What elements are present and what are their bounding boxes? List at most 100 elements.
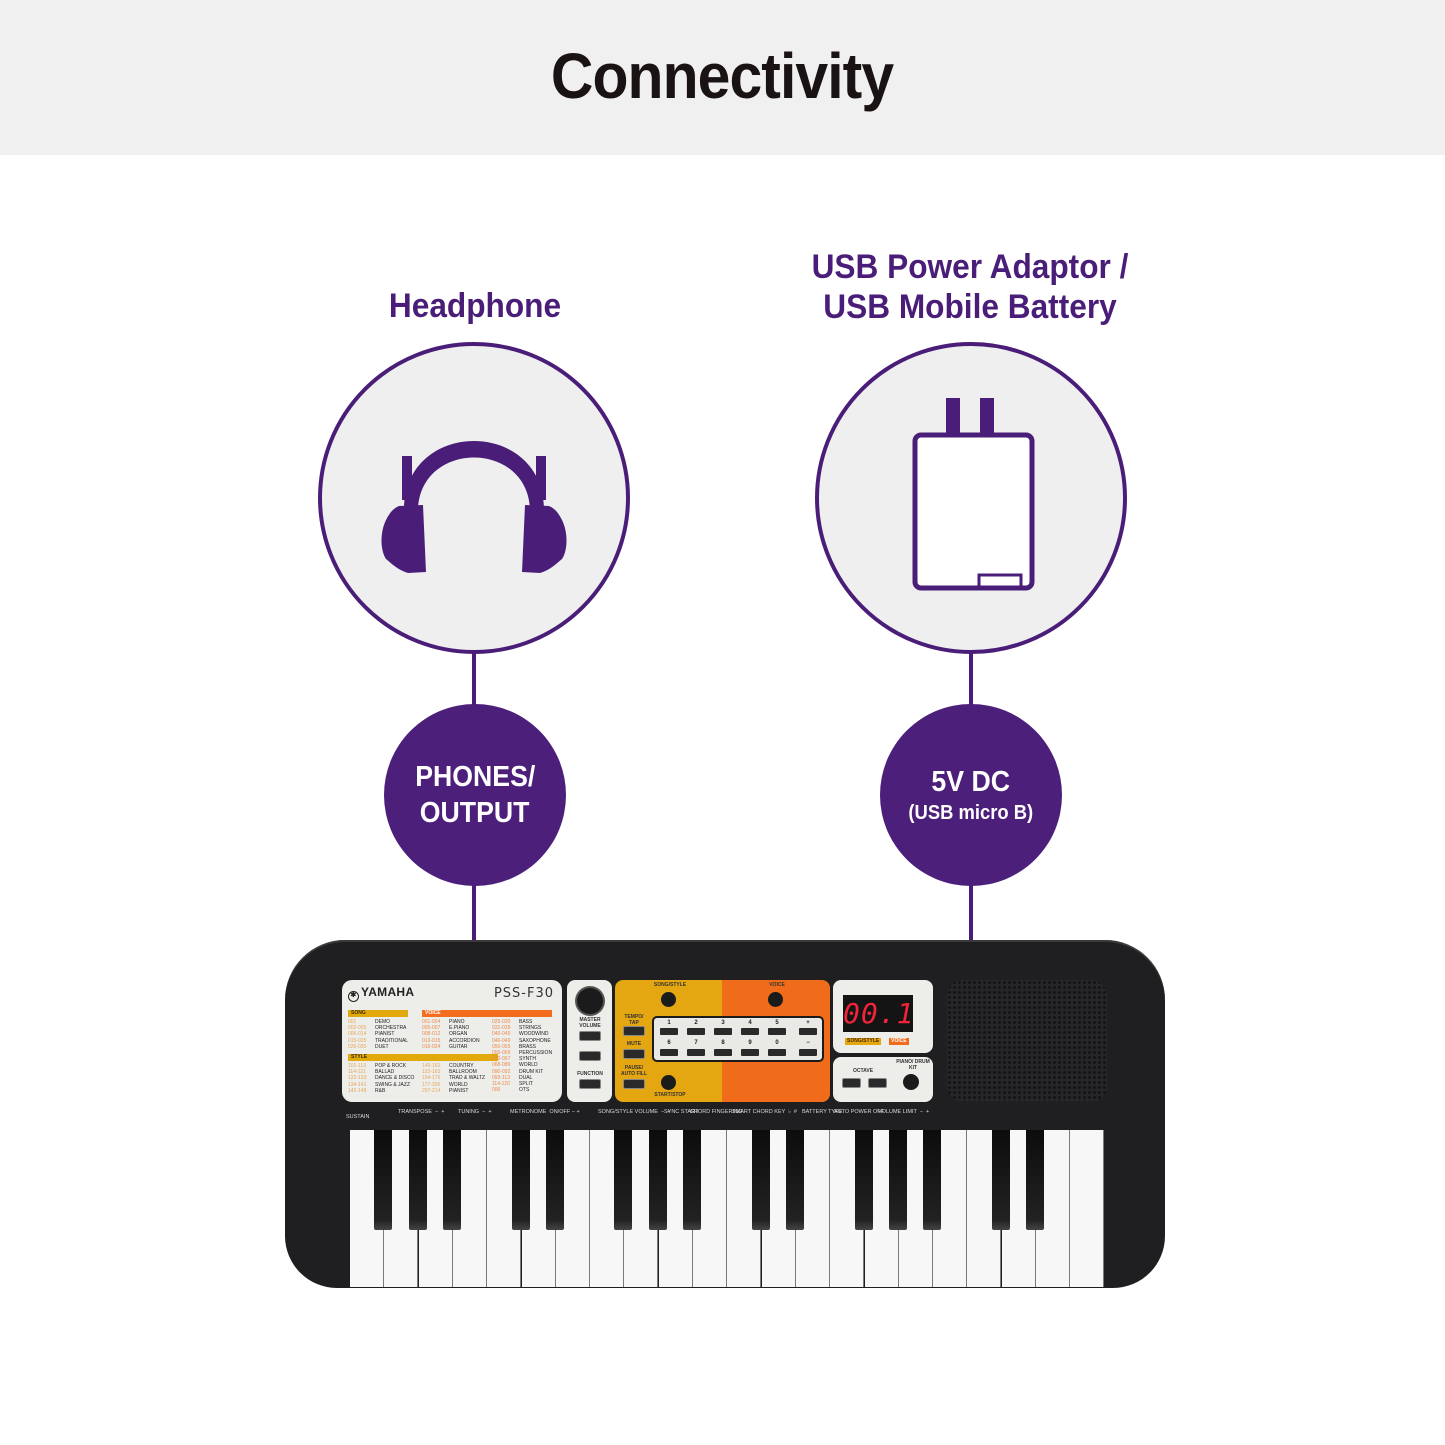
port-label: PHONES/ (414, 761, 536, 793)
mute-label: MUTE (626, 1041, 642, 1047)
black-key[interactable] (991, 1130, 1010, 1230)
item-name: COUNTRY (449, 1063, 474, 1069)
function-label: SYNC START (664, 1109, 699, 1115)
function-label: TRANSPOSE − + (398, 1109, 445, 1115)
white-key[interactable] (1070, 1130, 1105, 1287)
brand-logo: ✱YAMAHA (348, 985, 556, 1002)
numpad-key (660, 1049, 678, 1056)
item-name: PIANO (449, 1019, 465, 1025)
numpad-label: + (806, 1020, 810, 1026)
display-panel: 00.1 SONG/STYLE VOICE (833, 980, 933, 1053)
black-key[interactable] (1026, 1130, 1044, 1230)
headphone-icon-circle (318, 342, 630, 654)
item-number: 122-133 (348, 1075, 367, 1082)
black-key[interactable] (648, 1130, 667, 1230)
item-number: 090-092 (492, 1068, 511, 1075)
black-key[interactable] (511, 1130, 530, 1230)
list-item: 114-121 BALLAD (348, 1069, 414, 1075)
function-label: SONG/STYLE VOLUME − + (598, 1109, 671, 1115)
black-key[interactable] (374, 1130, 393, 1230)
item-name: TRADITIONAL (375, 1037, 409, 1044)
black-key[interactable] (408, 1130, 427, 1230)
item-number: 056-059 (492, 1050, 511, 1057)
item-number: 013-015 (422, 1037, 441, 1044)
item-number: 068-089 (492, 1062, 511, 1069)
item-name: SWING & JAZZ (375, 1081, 410, 1088)
numpad-label: 6 (667, 1040, 671, 1046)
black-key[interactable] (545, 1130, 564, 1230)
item-name: POP & ROCK (375, 1063, 407, 1069)
numpad-key (768, 1049, 786, 1056)
black-key[interactable] (854, 1130, 873, 1230)
usb-power-title-line-1: USB Power Adaptor / (811, 248, 1129, 286)
song-style-label: SONG/STYLE (653, 982, 687, 988)
item-number: 060-067 (492, 1056, 511, 1063)
item-number: 153-163 (422, 1069, 441, 1076)
function-label: SMART CHORD KEY ♭ # (732, 1109, 797, 1115)
item-number: 031-039 (492, 1025, 511, 1032)
model-name: PSS-F30 (493, 986, 554, 1001)
item-name: DANCE & DISCO (375, 1075, 415, 1082)
item-name: BALLAD (375, 1069, 395, 1076)
numpad-label: 7 (694, 1040, 698, 1046)
black-key[interactable] (888, 1130, 907, 1230)
black-key[interactable] (442, 1130, 461, 1230)
start-stop-button (661, 1075, 676, 1090)
item-number: 142-148 (348, 1087, 367, 1094)
tuning-fork-logo-icon: ✱ (348, 991, 359, 1002)
item-number: 149-152 (422, 1063, 441, 1069)
volume-button (580, 1032, 600, 1040)
item-number: 114-120 (492, 1081, 510, 1088)
item-name: ACCORDION (449, 1037, 480, 1044)
piano-drum-kit-button (903, 1074, 919, 1090)
black-key[interactable] (614, 1130, 633, 1230)
item-number: 006-014 (348, 1031, 367, 1038)
brand-name: YAMAHA (361, 985, 415, 999)
item-name: PIANIST (449, 1087, 469, 1094)
item-number: 207-214 (422, 1087, 441, 1094)
item-name: DUAL (519, 1074, 533, 1081)
item-name: STRINGS (519, 1025, 542, 1032)
item-number: 114-121 (348, 1069, 366, 1076)
mute-button (624, 1050, 644, 1058)
item-name: SPLIT (519, 1081, 533, 1088)
header-banner: Connectivity (0, 0, 1445, 155)
black-key[interactable] (683, 1130, 701, 1230)
item-name: GUITAR (449, 1043, 468, 1050)
tempo-tap-label: TEMPO/ TAP (624, 1014, 644, 1026)
headphone-title-line: Headphone (388, 287, 562, 325)
black-key[interactable] (785, 1130, 804, 1230)
function-label: SUSTAIN (346, 1114, 370, 1120)
item-number: 164-176 (422, 1075, 441, 1082)
list-item: 122-133 DANCE & DISCO (348, 1075, 414, 1081)
list-item: 134-141 SWING & JAZZ (348, 1082, 414, 1088)
display-voice-tag: VOICE (889, 1038, 909, 1045)
numpad-label: 1 (667, 1020, 671, 1026)
pause-auto-fill-label: PAUSE/ AUTO FILL (620, 1065, 647, 1077)
black-key[interactable] (751, 1130, 770, 1230)
black-key[interactable] (923, 1130, 942, 1230)
master-volume-label: MASTER VOLUME (579, 1017, 601, 1029)
item-number: 134-141 (348, 1081, 367, 1088)
numpad-label: 3 (721, 1020, 725, 1026)
item-number: 026-030 (348, 1043, 367, 1050)
function-label: BATTERY TYPE (802, 1109, 843, 1115)
numpad-key (660, 1028, 678, 1035)
connector-line (472, 884, 476, 942)
list-item: 114-120 SPLIT (492, 1081, 552, 1087)
item-number: 000 (492, 1087, 501, 1094)
